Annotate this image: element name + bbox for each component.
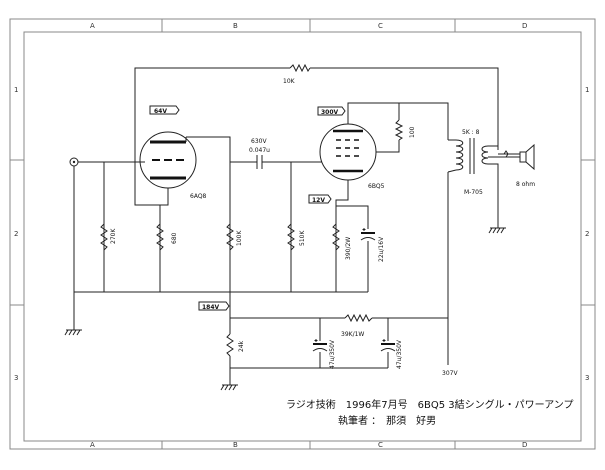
row-label-1: 1 — [14, 86, 18, 94]
frame-col-labels-bottom: A B C D — [90, 441, 527, 449]
col-label-d-bottom: D — [522, 441, 527, 449]
frame-col-labels-top: A B C D — [90, 22, 527, 30]
voltage-184v: 184V — [202, 304, 220, 311]
voltage-64v: 64V — [154, 108, 167, 115]
col-label-b: B — [233, 22, 238, 30]
speaker — [498, 143, 535, 171]
resistor-680 — [156, 223, 164, 251]
col-label-a-bottom: A — [90, 441, 95, 449]
electrolytic-47u-2 — [380, 339, 396, 352]
input-jack — [69, 157, 79, 167]
tag-300v: 300V — [317, 106, 346, 116]
label-100: 100 — [409, 126, 416, 138]
label-5k-8: 5K : 8 — [462, 129, 480, 136]
label-22u-16v: 22u/16V — [378, 236, 385, 262]
ground-input — [64, 329, 82, 336]
drawing-frame — [9, 18, 596, 450]
voltage-12v: 12V — [312, 197, 325, 204]
title-line-2: 執筆者 ： 那須 好男 — [338, 414, 436, 427]
label-680: 680 — [171, 232, 178, 244]
resistor-24k — [226, 333, 234, 357]
electrolytic-22u — [360, 228, 376, 241]
frame-row-labels: 1 2 3 1 2 3 — [14, 86, 589, 382]
col-label-d: D — [522, 22, 527, 30]
cathode-network — [332, 205, 369, 292]
input-wiring — [73, 161, 145, 330]
ground-output — [488, 227, 506, 234]
resistor-100 — [394, 119, 404, 141]
ground-psu — [220, 384, 238, 391]
label-0047u: 0.047u — [249, 147, 270, 154]
label-8ohm: 8 ohm — [516, 181, 535, 188]
label-24k: 24k — [238, 340, 245, 352]
label-630v: 630V — [251, 138, 267, 145]
label-390-2w: 390/2W — [345, 237, 352, 260]
row-label-3-right: 3 — [585, 374, 589, 382]
psu-wiring — [229, 292, 448, 385]
tag-184v: 184V — [198, 301, 230, 311]
voltage-300v: 300V — [321, 109, 339, 116]
col-label-c: C — [378, 22, 383, 30]
tag-12v: 12V — [308, 194, 332, 204]
label-510k: 510K — [299, 230, 306, 246]
output-transformer — [447, 138, 520, 228]
coupling-capacitor — [253, 155, 322, 169]
tube2-wiring — [335, 102, 449, 365]
tube-6bq5 — [319, 123, 377, 181]
voltage-307v: 307V — [442, 370, 458, 377]
col-label-a: A — [90, 22, 95, 30]
resistor-10k — [289, 63, 499, 150]
tag-64v: 64V — [149, 105, 180, 115]
row-label-2-right: 2 — [585, 230, 589, 238]
row-label-1-right: 1 — [585, 86, 589, 94]
tube-6aq8 — [139, 131, 197, 189]
resistor-39k-1w — [344, 313, 373, 323]
col-label-b-bottom: B — [233, 441, 238, 449]
label-47u-350v-2: 47u/350V — [396, 339, 403, 369]
label-6bq5: 6BQ5 — [368, 183, 385, 190]
label-100k: 100K — [236, 230, 243, 246]
row-label-3: 3 — [14, 374, 18, 382]
row-label-2: 2 — [14, 230, 18, 238]
label-39k-1w: 39K/1W — [341, 331, 364, 338]
electrolytic-47u-1 — [312, 339, 328, 352]
tube1-wiring — [134, 67, 290, 292]
resistor-100k — [226, 223, 234, 251]
resistor-270k — [100, 223, 108, 251]
label-6aq8: 6AQ8 — [190, 193, 207, 200]
title-line-1: ラジオ技術 1996年7月号 6BQ5 3結シングル・パワーアンプ — [286, 398, 574, 411]
resistor-510k-wiring — [287, 162, 295, 292]
label-m705: M-705 — [464, 189, 483, 196]
label-10k: 10K — [283, 78, 296, 85]
label-270k: 270K — [110, 228, 117, 244]
col-label-c-bottom: C — [378, 441, 383, 449]
label-47u-350v-1: 47u/350V — [329, 339, 336, 369]
